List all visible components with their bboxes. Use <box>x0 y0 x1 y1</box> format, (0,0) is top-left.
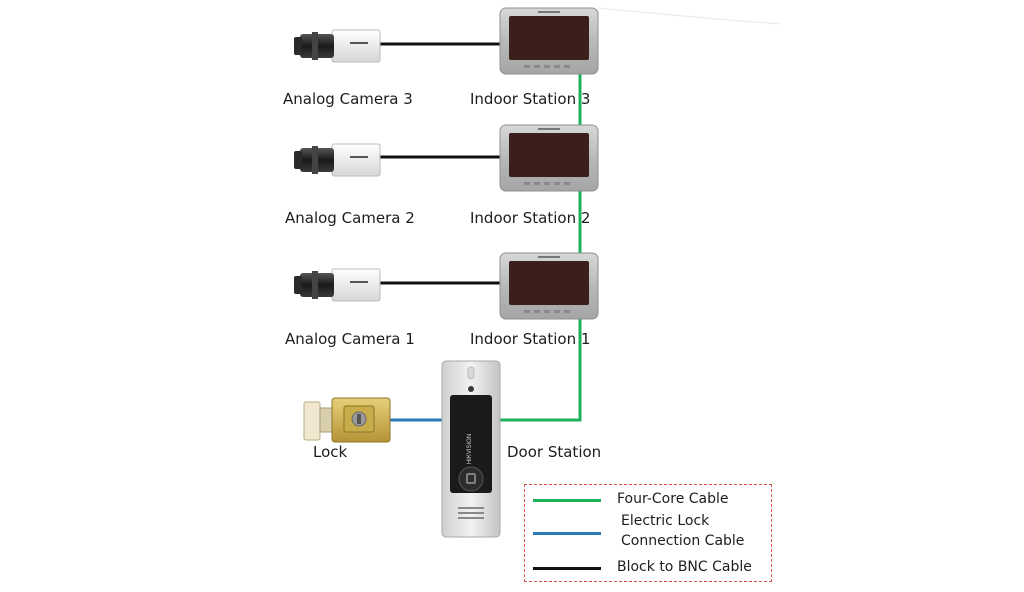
legend: Four-Core Cable Electric Lock Connection… <box>524 484 772 582</box>
label-analog-camera-3: Analog Camera 3 <box>283 90 413 108</box>
analog-camera-2 <box>294 143 381 177</box>
four-core-segment-1-door <box>500 318 582 422</box>
indoor-station-1 <box>499 252 599 320</box>
label-indoor-station-3: Indoor Station 3 <box>470 90 591 108</box>
label-analog-camera-1: Analog Camera 1 <box>285 330 415 348</box>
label-lock: Lock <box>313 443 348 461</box>
legend-four-core-swatch <box>533 499 601 502</box>
door-station: HIKVISION <box>441 360 501 538</box>
electric-lock <box>303 397 391 443</box>
label-analog-camera-2: Analog Camera 2 <box>285 209 415 227</box>
label-indoor-station-1: Indoor Station 1 <box>470 330 591 348</box>
legend-electric-lock: Electric Lock Connection Cable <box>533 511 765 553</box>
legend-bnc-label: Block to BNC Cable <box>617 559 752 575</box>
door-station-brand: HIKVISION <box>467 434 473 464</box>
analog-camera-1 <box>294 268 381 302</box>
legend-bnc-swatch <box>533 567 601 570</box>
label-indoor-station-2: Indoor Station 2 <box>470 209 591 227</box>
analog-camera-3 <box>294 29 381 63</box>
indoor-station-3 <box>499 7 599 75</box>
label-door-station: Door Station <box>507 443 602 461</box>
indoor-station-2 <box>499 124 599 192</box>
legend-four-core-label: Four-Core Cable <box>617 491 729 507</box>
legend-four-core: Four-Core Cable <box>533 489 765 509</box>
legend-electric-lock-label-2: Connection Cable <box>621 533 745 549</box>
legend-electric-lock-swatch <box>533 532 601 535</box>
legend-bnc: Block to BNC Cable <box>533 557 765 577</box>
legend-electric-lock-label-1: Electric Lock <box>621 513 710 529</box>
